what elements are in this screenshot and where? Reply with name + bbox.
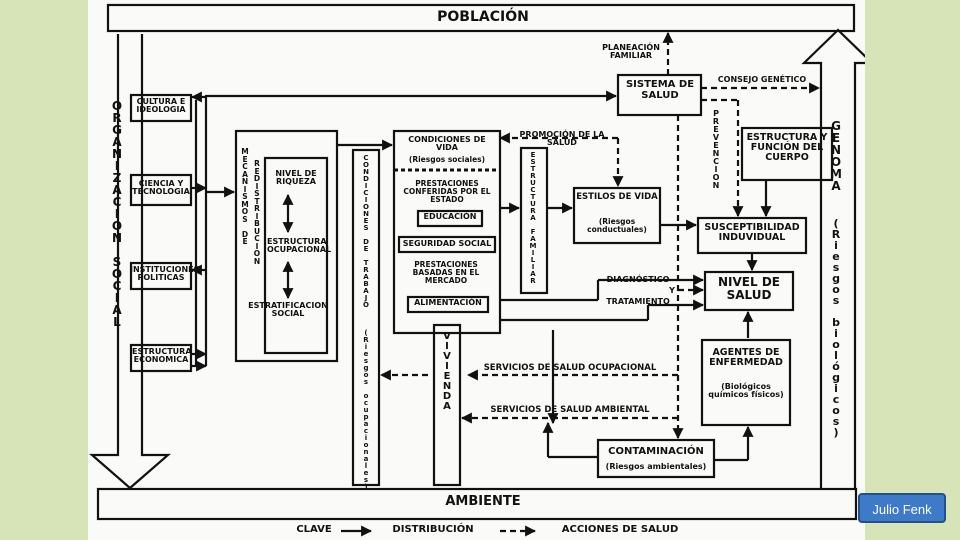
genoma-arrow xyxy=(801,28,865,488)
y-label: Y xyxy=(669,286,675,295)
susceptibilidad-label: SUSCEPTIBILIDAD INDUVIDUAL xyxy=(704,222,800,243)
author-badge: Julio Fenk xyxy=(858,493,946,523)
estructura-economica-label: ESTRUCTURA ECONOMICA xyxy=(132,347,192,365)
vivienda-box xyxy=(432,323,462,487)
estratificacion-label: ESTRATIFICACION SOCIAL xyxy=(248,301,328,319)
sistema-salud-label: SISTEMA DE SALUD xyxy=(625,79,695,101)
nivel-salud-label: NIVEL DE SALUD xyxy=(718,275,780,302)
ambiente-label: AMBIENTE xyxy=(445,494,521,509)
agentes-sub-label: (Biológicos químicos físicos) xyxy=(708,382,784,400)
tratamiento-label: TRATAMIENTO xyxy=(606,297,670,306)
nivel-salud-box xyxy=(703,270,795,312)
ciencia-label: CIENCIA Y TECNOLOGIA xyxy=(132,179,190,197)
contaminacion-label: CONTAMINACIÓN xyxy=(608,446,704,457)
estructura-cuerpo-label: ESTRUCTURA Y FUNCIÓN DEL CUERPO xyxy=(746,132,828,163)
familiar-box xyxy=(519,146,549,295)
diagnostico-label: DIAGNÓSTICO xyxy=(606,275,670,284)
riesgos-conductuales-label: (Riesgos conductuales) xyxy=(587,217,647,234)
vida-box xyxy=(392,129,502,335)
seguridad-social-label: SEGURIDAD SOCIAL xyxy=(402,239,492,248)
consejo-label: CONSEJO GENÉTICO xyxy=(717,75,807,84)
prestaciones-estado-label: PRESTACIONES CONFERIDAS POR EL ESTADO xyxy=(403,179,491,204)
instituciones-label: INSTITUCIONES POLITICAS xyxy=(130,265,200,283)
condiciones-vida-label: CONDICIONES DE VIDA xyxy=(408,135,486,153)
servicios-ocupacional-label: SERVICIOS DE SALUD OCUPACIONAL xyxy=(483,363,657,373)
alimentacion-label: ALIMENTACIÓN xyxy=(414,298,482,307)
cultura-label: CULTURA E IDEOLOGIA xyxy=(136,97,186,115)
educacion-label: EDUCACIÓN xyxy=(423,212,477,221)
organizacion-arrow xyxy=(89,34,171,490)
ambiente-box xyxy=(96,487,858,521)
riqueza-label: NIVEL DE RIQUEZA xyxy=(275,169,317,187)
servicios-ambiental-label: SERVICIOS DE SALUD AMBIENTAL xyxy=(490,405,650,415)
estructura-ocupacional-label: ESTRUCTURA OCUPACIONAL xyxy=(267,237,332,255)
agentes-box xyxy=(700,338,792,427)
poblacion-label: POBLACIÓN xyxy=(437,9,529,25)
trabajo-box xyxy=(351,148,381,487)
estilos-label: ESTILOS DE VIDA xyxy=(576,192,658,202)
legend-acciones: ACCIONES DE SALUD xyxy=(561,524,679,535)
cuerpo-box xyxy=(740,126,834,182)
diagram-lines xyxy=(89,3,865,537)
riesgos-ambientales-label: (Riesgos ambientales) xyxy=(605,462,707,471)
promocion-label: PROMOCIÓN DE LA SALUD xyxy=(519,130,605,148)
sistema-box xyxy=(616,73,703,117)
estilos-box xyxy=(572,186,662,245)
legend-clave: CLAVE xyxy=(296,524,332,535)
mecanismos-box xyxy=(234,129,339,363)
prestaciones-mercado-label: PRESTACIONES BASADAS EN EL MERCADO xyxy=(412,260,480,285)
agentes-label: AGENTES DE ENFERMEDAD xyxy=(709,347,783,368)
planeacion-label: PLANEACIÓN FAMILIAR xyxy=(602,43,660,61)
poblacion-box xyxy=(106,3,856,33)
contaminacion-box xyxy=(596,438,716,479)
riesgos-sociales-label: (Riesgos sociales) xyxy=(408,155,486,164)
legend-distribucion: DISTRIBUCIÓN xyxy=(392,524,474,535)
